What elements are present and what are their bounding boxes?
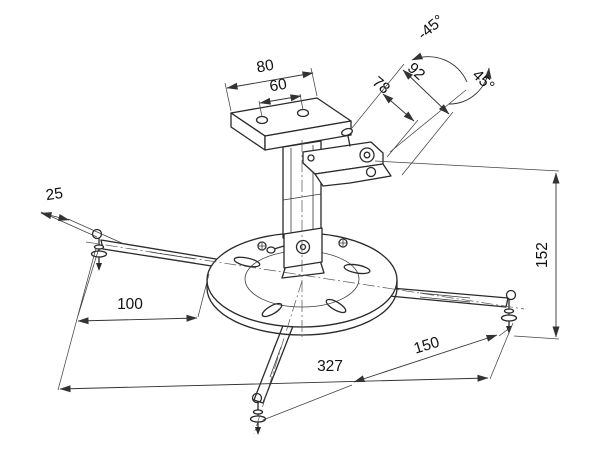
left-ceiling-screw <box>90 228 108 271</box>
dim-25-label: 25 <box>45 185 64 204</box>
dim-line-92 <box>402 69 450 115</box>
bracket-screw <box>307 154 315 162</box>
bracket-pivot <box>359 147 375 163</box>
dim-80-label: 80 <box>255 57 275 77</box>
rotation-arc-45 <box>448 67 492 105</box>
dim-line-327 <box>59 374 489 393</box>
ceiling-plate <box>230 97 352 151</box>
dim-line-150 <box>353 334 498 383</box>
screw-hook-icon <box>251 392 263 404</box>
dim-100-label: 100 <box>117 296 143 313</box>
plate-slot <box>233 256 261 268</box>
ceiling-plate-front <box>264 120 352 151</box>
joint-pivot <box>295 239 311 255</box>
screw-tip <box>96 263 102 271</box>
dim-92-label: 92 <box>404 60 428 84</box>
joint-knob <box>266 246 276 254</box>
bracket-plate-lower <box>314 163 392 187</box>
dim-line-80 <box>226 71 314 90</box>
screw-nut <box>500 314 518 322</box>
angle-45-label: 45° <box>469 67 498 96</box>
dim-60-label: 60 <box>268 76 288 96</box>
screw-tip <box>255 427 261 435</box>
wing-screw-head <box>341 127 353 137</box>
plate-slot <box>261 302 283 318</box>
angle-minus45-label: -45° <box>415 12 448 43</box>
plate-slot <box>343 263 371 275</box>
plate-screw-crosses <box>259 240 346 249</box>
screw-nut <box>90 250 108 258</box>
right-ceiling-screw <box>500 289 518 334</box>
plate-screw <box>257 241 267 251</box>
tilt-bracket <box>302 127 392 187</box>
pivot-joint <box>266 227 323 269</box>
extension-lines <box>40 63 560 421</box>
centerlines <box>85 140 525 435</box>
mount-assembly <box>90 97 518 435</box>
bracket-pivot-lower <box>365 166 377 178</box>
plate-screw <box>338 238 348 248</box>
bottom-arm-centerline <box>253 280 303 435</box>
dim-line-100 <box>77 314 198 325</box>
joint-block <box>283 227 323 269</box>
dim-line-78 <box>382 93 415 122</box>
joint-pivot-hole <box>299 243 307 251</box>
arm-axis-centerline <box>85 241 525 310</box>
dim-line-25 <box>40 212 70 221</box>
wing-screw-stem <box>347 135 351 147</box>
rotation-arc-minus45 <box>411 52 468 83</box>
plate-slot <box>325 298 347 314</box>
screw-tip <box>506 326 512 334</box>
dim-150-label: 150 <box>412 334 442 358</box>
screw-washer <box>252 409 264 415</box>
joint-knob-stem <box>273 245 285 250</box>
right-arm <box>388 287 509 308</box>
screw-hook-icon <box>505 289 517 301</box>
dim-152-label: 152 <box>534 242 551 268</box>
dim-line-60 <box>259 94 302 105</box>
bracket-pivot-hole <box>363 151 371 159</box>
screw-washer <box>503 308 515 314</box>
dim-327-label: 327 <box>317 358 343 375</box>
rotation-axis-line <box>389 89 467 153</box>
bottom-ceiling-screw <box>249 392 267 435</box>
dim-78-label: 78 <box>369 73 393 97</box>
